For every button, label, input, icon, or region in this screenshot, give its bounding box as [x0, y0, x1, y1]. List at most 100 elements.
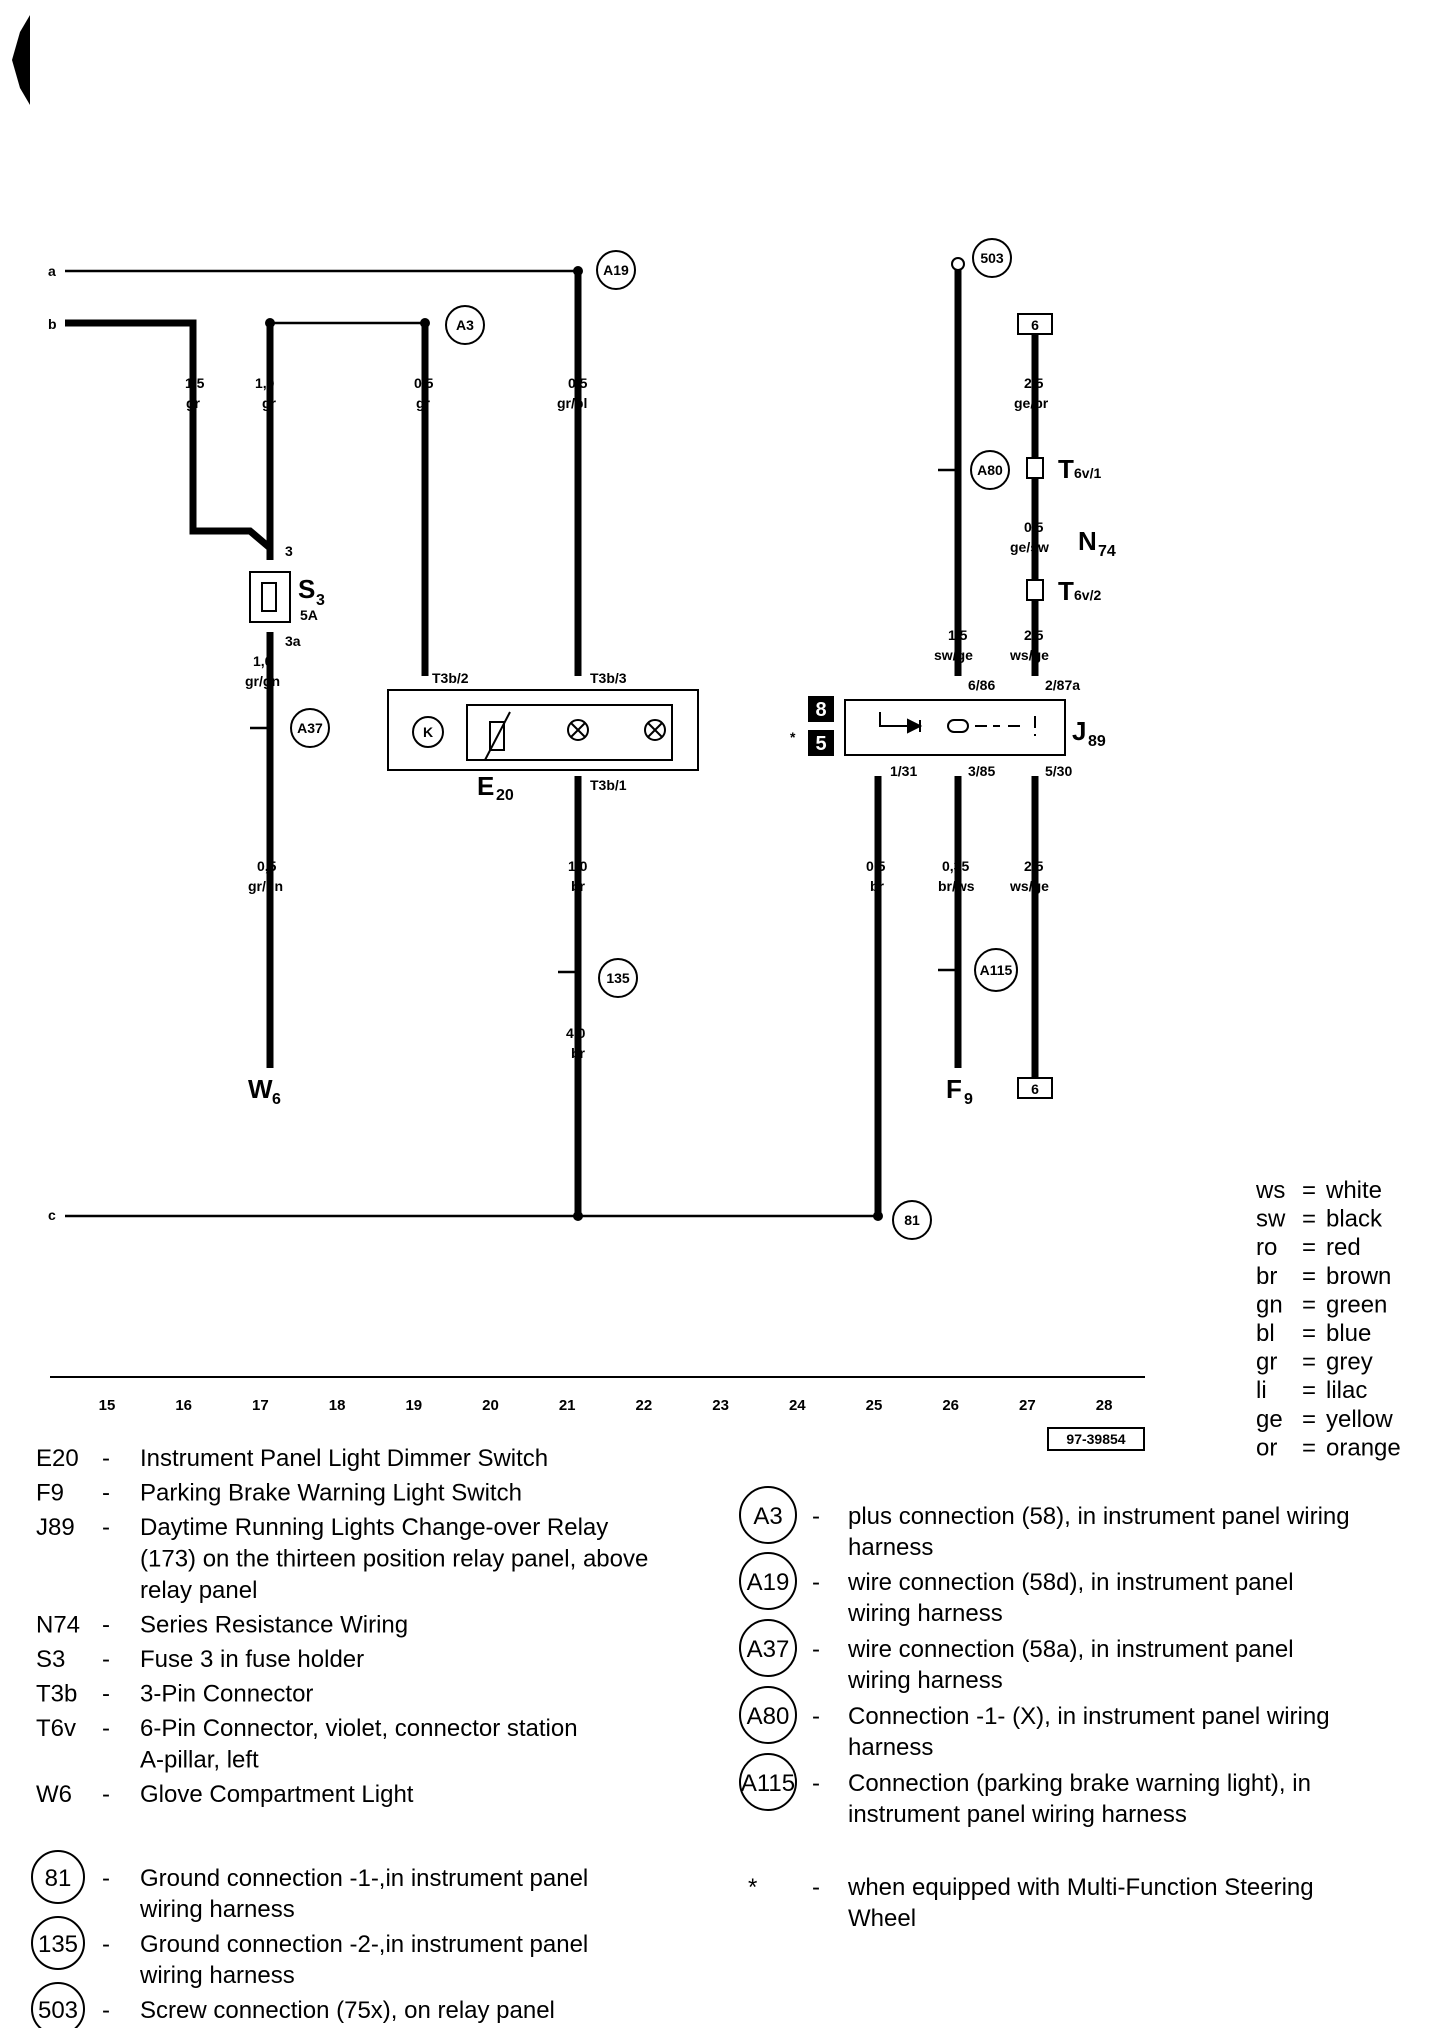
dimmer-wiper	[484, 711, 511, 761]
legend-text: wiring harness	[139, 1962, 295, 1989]
legend-id: T6v	[36, 1715, 76, 1742]
connector-A37-label: A37	[297, 720, 323, 736]
legend-text: wire connection (58d), in instrument pan…	[847, 1569, 1294, 1596]
color-equals: =	[1302, 1291, 1316, 1318]
legend-text: Ground connection -1-,in instrument pane…	[140, 1865, 588, 1892]
legend-id: A19	[747, 1569, 790, 1596]
wire-label: gr/gn	[245, 673, 280, 689]
wire-label: 2,5	[1024, 627, 1044, 643]
wire-label: 2,5	[1024, 858, 1044, 874]
connector-A19	[596, 250, 636, 290]
grid-tick-label: 16	[175, 1397, 192, 1414]
wire-label: 1,0	[255, 375, 275, 391]
color-code: gn	[1256, 1291, 1283, 1318]
pin-label: 3	[285, 543, 293, 559]
legend-text: Daytime Running Lights Change-over Relay	[140, 1514, 608, 1541]
relay-diode	[879, 712, 910, 727]
drawing-ref: 97-39854	[1066, 1431, 1125, 1447]
legend-dash: -	[102, 1997, 110, 2024]
legend-text: harness	[848, 1734, 933, 1761]
wire-label: 1,5	[948, 627, 968, 643]
relay-diode-symbol	[907, 718, 923, 734]
component-E20-sub: 20	[496, 787, 514, 804]
legend-dash: -	[812, 1770, 820, 1797]
legend-text: wire connection (58a), in instrument pan…	[847, 1636, 1294, 1663]
junction-dot	[573, 266, 583, 276]
legend-dash: -	[102, 1715, 110, 1742]
wire-b-thick	[65, 319, 273, 551]
legend-text: relay panel	[140, 1577, 257, 1604]
pin-label: 6/86	[968, 677, 995, 693]
color-name: yellow	[1326, 1406, 1393, 1433]
junction-dot	[873, 1211, 883, 1221]
fuse-s3-rating: 5A	[300, 607, 318, 623]
legend-text: Series Resistance Wiring	[140, 1612, 408, 1639]
legend-connector-circle	[739, 1619, 797, 1677]
legend-id: A80	[747, 1703, 790, 1730]
connector-503	[972, 238, 1012, 278]
wire-label: ws/ge	[1009, 878, 1049, 894]
wire-label: sw/ge	[934, 647, 973, 663]
screw-connection-dot	[951, 257, 965, 271]
fuse-s3-sub: 3	[316, 592, 325, 609]
grid-tick-label: 15	[99, 1397, 116, 1414]
wire-label: 0,5	[568, 375, 588, 391]
wire-label: 2,5	[1024, 375, 1044, 391]
color-code: sw	[1256, 1206, 1286, 1233]
connector-t6v2-label: T	[1058, 576, 1074, 606]
legend-dash: -	[102, 1445, 110, 1472]
relay-pos-5-label: 5	[815, 733, 826, 755]
connector-A80-label: A80	[977, 462, 1003, 478]
grid-tick-label: 19	[405, 1397, 422, 1414]
pin-label: 5/30	[1045, 763, 1072, 779]
connector-135-label: 135	[606, 970, 630, 986]
connector-box-bottom-label: 6	[1031, 1081, 1039, 1097]
connector-A80	[970, 450, 1010, 490]
component-F9-sub: 9	[964, 1091, 973, 1108]
bus-a-label: a	[48, 263, 56, 279]
grid-tick-label: 22	[636, 1397, 653, 1414]
component-N74-sub: 74	[1098, 543, 1116, 560]
wire-label: 4,0	[566, 1025, 586, 1041]
component-W6-sub: 6	[272, 1091, 281, 1108]
legend-dash: -	[102, 1681, 110, 1708]
legend-text: Connection (parking brake warning light)…	[848, 1770, 1311, 1797]
wire-label: 1,0	[568, 858, 588, 874]
grid-tick-label: 17	[252, 1397, 269, 1414]
color-name: lilac	[1326, 1377, 1367, 1404]
fuse-s3-element	[261, 582, 277, 612]
connector-A37	[290, 708, 330, 748]
legend-text: wiring harness	[847, 1600, 1003, 1627]
grid-tick-label: 24	[789, 1397, 806, 1414]
wire-label: 1,5	[185, 375, 205, 391]
legend-dash: -	[812, 1503, 820, 1530]
legend-connector-circle	[739, 1753, 797, 1811]
legend-text: wiring harness	[847, 1667, 1003, 1694]
legend-text: plus connection (58), in instrument pane…	[848, 1503, 1350, 1530]
legend-text: wiring harness	[139, 1896, 295, 1923]
legend-id: S3	[36, 1646, 65, 1673]
legend-dash: -	[812, 1703, 820, 1730]
connector-81-label: 81	[904, 1212, 920, 1228]
wire-label: br	[571, 878, 586, 894]
connector-A115	[974, 948, 1018, 992]
color-name: orange	[1326, 1434, 1401, 1461]
legend-text: 6-Pin Connector, violet, connector stati…	[140, 1715, 578, 1742]
wire-label: ws/ge	[1009, 647, 1049, 663]
wire-label: 0,35	[942, 858, 969, 874]
component-E20: E	[477, 771, 494, 801]
legend-id: A37	[747, 1636, 790, 1663]
relay-contact	[975, 716, 1036, 736]
legend-left: E20-Instrument Panel Light Dimmer Switch…	[31, 1445, 648, 2028]
grid-tick-label: 20	[482, 1397, 499, 1414]
legend-dash: -	[102, 1781, 110, 1808]
color-legend: ws=whitesw=blackro=redbr=browngn=greenbl…	[1255, 1177, 1401, 1461]
grid-tick-label: 25	[866, 1397, 883, 1414]
fuse-s3-label: S	[298, 574, 315, 604]
color-code: br	[1256, 1263, 1277, 1290]
color-equals: =	[1302, 1234, 1316, 1261]
grid-tick-label: 23	[712, 1397, 729, 1414]
grid-tick-label: 21	[559, 1397, 576, 1414]
connector-A19-label: A19	[603, 262, 629, 278]
